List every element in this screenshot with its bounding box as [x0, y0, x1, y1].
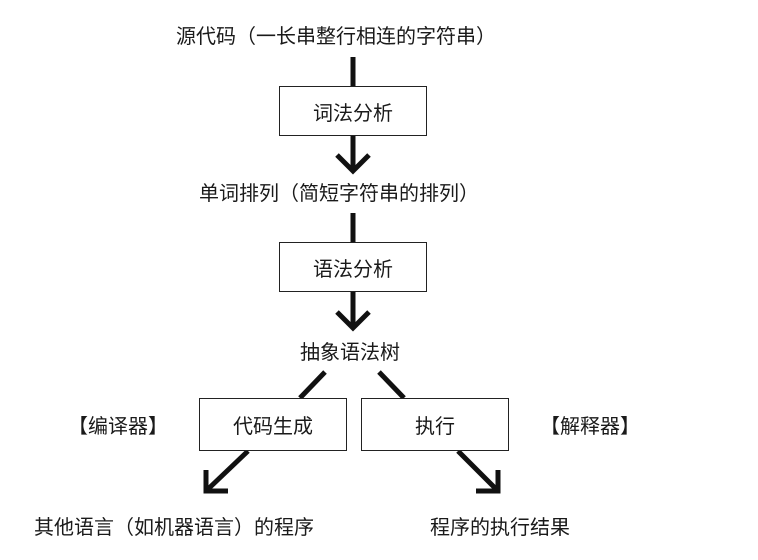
arrow-codegen-to-program-shaft: [204, 449, 250, 493]
execution-result-label: 程序的执行结果: [430, 515, 570, 539]
execution-box: 执行: [361, 398, 509, 451]
connector-ast-to-execution: [377, 370, 406, 400]
compiler-label: 【编译器】: [68, 414, 168, 438]
token-sequence-label: 单词排列（简短字符串的排列）: [199, 181, 479, 205]
code-generation-box: 代码生成: [199, 398, 347, 451]
connector-ast-to-codegen: [298, 370, 327, 400]
arrow-execution-to-result-shaft: [456, 449, 500, 493]
source-code-label: 源代码（一长串整行相连的字符串）: [176, 24, 496, 48]
interpreter-label: 【解释器】: [540, 414, 640, 438]
arrow-syntax-to-ast-head: [335, 310, 371, 332]
arrow-codegen-to-program-head: [203, 470, 228, 494]
arrow-execution-to-result-head: [476, 470, 501, 494]
arrow-lexical-to-tokens-head: [335, 153, 371, 175]
other-language-program-label: 其他语言（如机器语言）的程序: [34, 515, 314, 539]
lexical-analysis-box: 词法分析: [279, 86, 427, 136]
syntax-analysis-box: 语法分析: [279, 242, 427, 292]
ast-label: 抽象语法树: [300, 340, 400, 364]
